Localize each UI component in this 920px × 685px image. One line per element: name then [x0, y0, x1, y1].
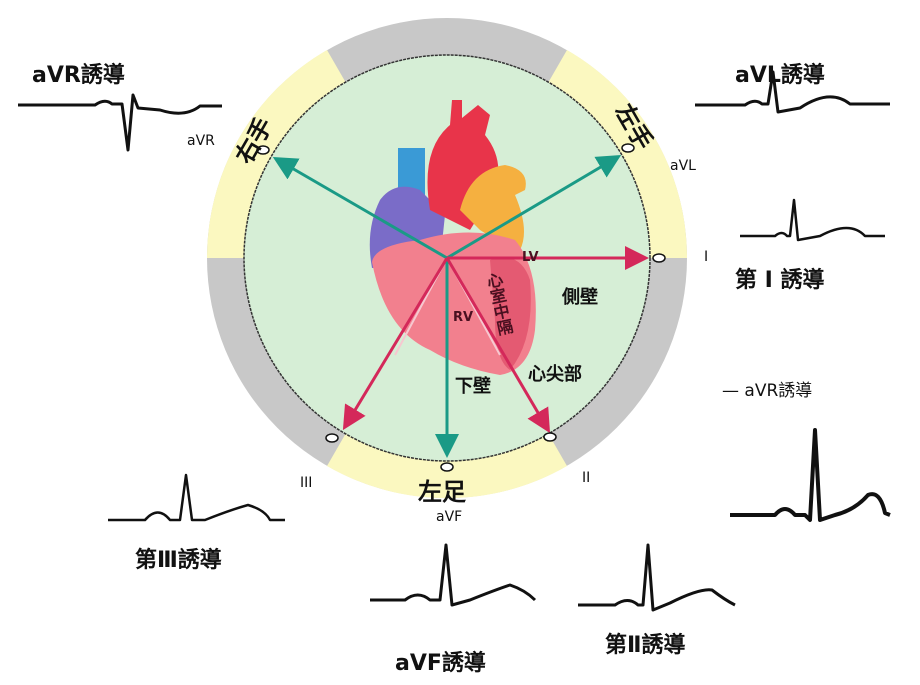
avr-lead-title-2: — aVR誘導 — [722, 381, 813, 401]
region-apex: 心尖部 — [528, 364, 582, 385]
ecg-trace-avl — [695, 70, 890, 114]
vector-iii — [342, 257, 449, 431]
eye-icon — [256, 145, 270, 155]
vector-ii — [445, 257, 551, 434]
ecg-trace-avr-2 — [730, 428, 891, 522]
marker-ii: II — [582, 470, 591, 486]
eye-icon — [621, 143, 635, 153]
eye-icon — [325, 433, 339, 443]
avr-lead-title: aVR誘導 — [32, 63, 125, 88]
region-rv: RV — [453, 310, 474, 325]
avf-lead-title: aVF誘導 — [395, 651, 486, 676]
ecg-trace-ii — [578, 543, 736, 612]
vector-avr — [272, 156, 448, 260]
ecg-trace-iii — [108, 473, 285, 522]
avl-lead-title: aVL誘導 — [735, 63, 825, 88]
eye-icon — [440, 462, 454, 472]
eye-icon — [652, 253, 666, 263]
marker-avf: aVF — [436, 509, 463, 525]
marker-avl: aVL — [670, 158, 696, 174]
marker-avr: aVR — [187, 133, 215, 149]
region-inferior: 下壁 — [455, 376, 491, 397]
vector-avl — [446, 154, 622, 260]
eye-icon — [543, 432, 557, 442]
ecg-trace-i — [740, 198, 885, 242]
ecg-trace-avr — [18, 93, 222, 152]
marker-iii: III — [300, 475, 313, 491]
lead-ii-title: 第Ⅱ誘導 — [605, 633, 686, 658]
ecg-trace-avf — [370, 543, 537, 607]
label-left-foot: 左足 — [418, 478, 466, 506]
marker-i: I — [704, 249, 709, 265]
lead-iii-title: 第Ⅲ誘導 — [135, 548, 222, 573]
lead-i-title: 第 I 誘導 — [735, 268, 825, 293]
region-lv: LV — [522, 250, 539, 265]
region-lateral: 側壁 — [562, 287, 598, 308]
